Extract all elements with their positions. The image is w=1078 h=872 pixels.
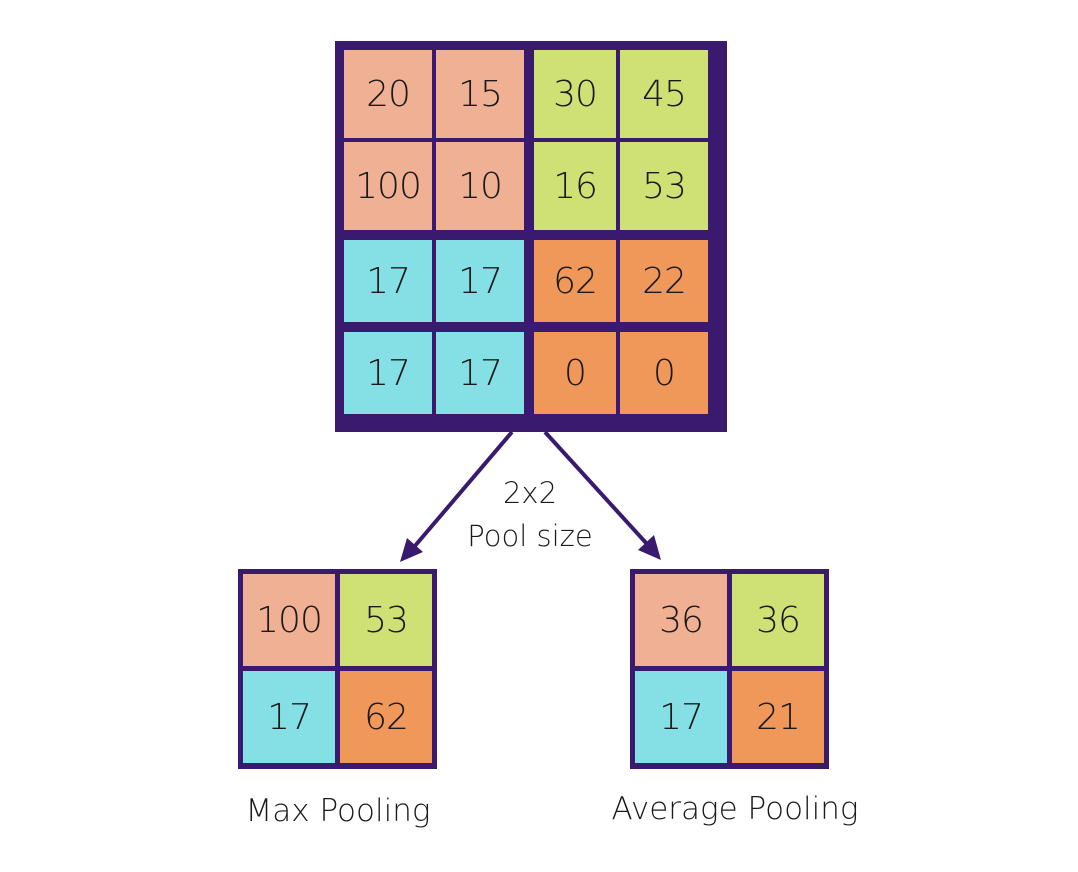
input-cell: 0 — [534, 332, 616, 414]
input-cell: 15 — [436, 50, 524, 138]
average-pooling-matrix: 36 36 17 21 — [630, 569, 829, 769]
max-cell: 53 — [340, 574, 432, 666]
arrowhead-max — [400, 538, 423, 562]
input-cell: 10 — [436, 142, 524, 230]
input-matrix: 20 15 30 45 100 10 16 53 17 17 62 22 17 … — [335, 41, 727, 432]
input-cell: 17 — [436, 332, 524, 414]
pool-size-label: 2x2 Pool size — [430, 472, 630, 558]
input-cell: 30 — [534, 50, 616, 138]
input-cell: 16 — [534, 142, 616, 230]
input-cell: 45 — [620, 50, 708, 138]
avg-cell: 17 — [635, 671, 727, 763]
input-cell: 53 — [620, 142, 708, 230]
arrow-to-avg — [543, 430, 649, 546]
max-cell: 62 — [340, 671, 432, 763]
input-cell: 62 — [534, 240, 616, 322]
avg-cell: 21 — [732, 671, 824, 763]
average-pooling-label: Average Pooling — [611, 791, 859, 827]
max-cell: 17 — [243, 671, 335, 763]
max-pooling-matrix: 100 53 17 62 — [238, 569, 437, 769]
input-cell: 20 — [344, 50, 432, 138]
input-cell: 22 — [620, 240, 708, 322]
input-cell: 0 — [620, 332, 708, 414]
input-cell: 17 — [436, 240, 524, 322]
arrow-to-max — [412, 430, 514, 549]
avg-cell: 36 — [635, 574, 727, 666]
avg-cell: 36 — [732, 574, 824, 666]
max-cell: 100 — [243, 574, 335, 666]
input-cell: 100 — [344, 142, 432, 230]
max-pooling-label: Max Pooling — [245, 793, 431, 829]
input-cell: 17 — [344, 240, 432, 322]
input-cell: 17 — [344, 332, 432, 414]
arrowhead-avg — [638, 535, 661, 560]
pool-size-text: Pool size — [467, 519, 593, 553]
pool-size-dims: 2x2 — [502, 476, 558, 510]
